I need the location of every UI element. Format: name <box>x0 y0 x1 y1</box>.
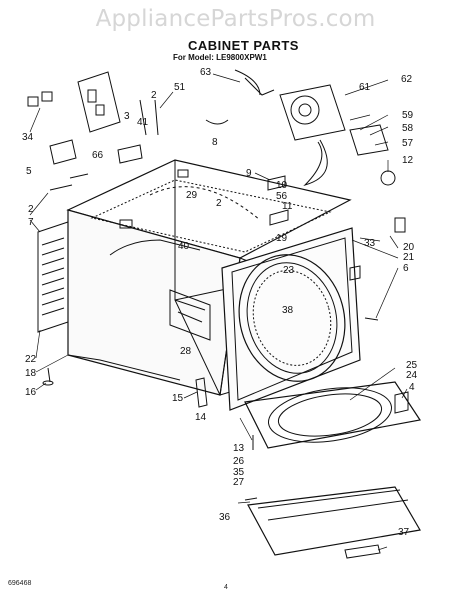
callout-21: 21 <box>403 252 415 263</box>
callout-56: 56 <box>276 191 288 202</box>
cabinet-body <box>66 159 352 396</box>
rear-panel <box>37 221 69 333</box>
callout-22: 22 <box>25 354 37 365</box>
callout-5: 5 <box>26 166 32 177</box>
callout-14: 14 <box>195 412 207 423</box>
callout-labels: 63 51 62 61 34 2 41 3 59 58 66 57 8 12 5… <box>22 67 418 538</box>
callout-59: 59 <box>402 110 414 121</box>
hardware-bits <box>42 173 409 501</box>
footer-page-number: 4 <box>224 584 228 591</box>
leader-lines <box>29 73 408 551</box>
callout-6: 6 <box>403 263 409 274</box>
callout-28: 28 <box>180 346 192 357</box>
callout-35: 35 <box>233 467 245 478</box>
front-panel <box>221 227 361 411</box>
callout-2: 2 <box>151 90 157 101</box>
callout-36: 36 <box>219 512 231 523</box>
callout-33: 33 <box>364 238 376 249</box>
callout-40: 40 <box>178 241 190 252</box>
callout-37: 37 <box>398 527 410 538</box>
callout-66: 66 <box>92 150 104 161</box>
callout-16: 16 <box>25 387 37 398</box>
callout-10: 10 <box>276 180 288 191</box>
callout-61: 61 <box>359 82 371 93</box>
callout-15: 15 <box>172 393 184 404</box>
callout-8: 8 <box>212 137 218 148</box>
watermark-text: AppliancePartsPros.com <box>95 6 376 32</box>
callout-9: 9 <box>246 168 252 179</box>
callout-29: 29 <box>186 190 198 201</box>
callout-26: 26 <box>233 456 245 467</box>
callout-57: 57 <box>402 138 414 149</box>
callout-7: 7 <box>28 217 34 228</box>
callout-20: 20 <box>403 242 415 253</box>
callout-51: 51 <box>174 82 186 93</box>
callout-41: 41 <box>137 117 149 128</box>
drive-assembly <box>205 69 396 187</box>
callout-34: 34 <box>22 132 34 143</box>
callout-2: 2 <box>28 204 34 215</box>
callout-27: 27 <box>233 477 245 488</box>
callout-3: 3 <box>124 111 130 122</box>
diagram-subtitle: For Model: LE9800XPW1 <box>173 53 267 62</box>
callout-13: 13 <box>233 443 245 454</box>
callout-4: 4 <box>409 382 415 393</box>
callout-24: 24 <box>406 370 418 381</box>
diagram-title: CABINET PARTS <box>188 38 299 53</box>
callout-58: 58 <box>402 123 414 134</box>
callout-62: 62 <box>401 74 413 85</box>
callout-23: 23 <box>283 265 295 276</box>
callout-25: 25 <box>406 360 418 371</box>
callout-38: 38 <box>282 305 294 316</box>
callout-12: 12 <box>402 155 414 166</box>
callout-11: 11 <box>282 201 293 212</box>
callout-19: 19 <box>276 233 288 244</box>
callout-2: 2 <box>216 198 222 209</box>
callout-63: 63 <box>200 67 212 78</box>
callout-18: 18 <box>25 368 37 379</box>
control-bracket <box>27 71 159 165</box>
footer-code: 696468 <box>8 580 32 587</box>
door-assembly <box>244 381 421 559</box>
